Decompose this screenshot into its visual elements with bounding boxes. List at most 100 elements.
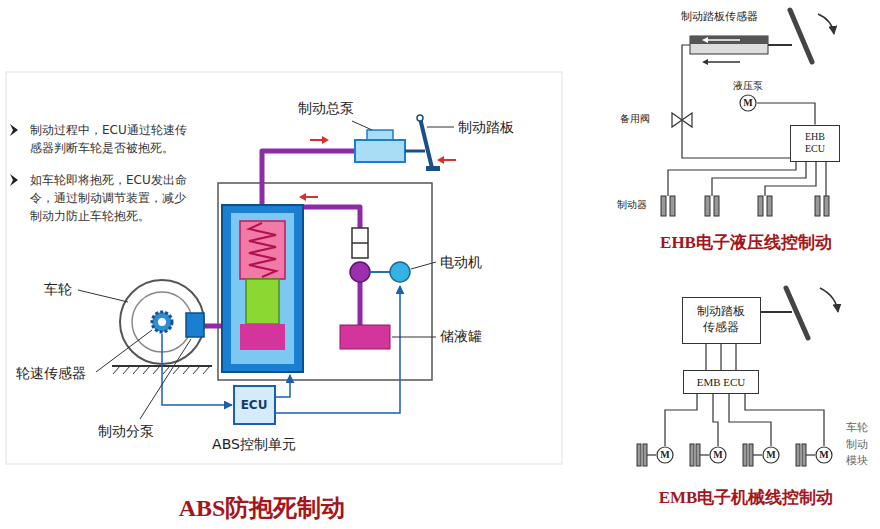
motor-outline bbox=[657, 447, 673, 463]
part-label: 制动踏板 bbox=[458, 118, 514, 137]
node-text: M bbox=[660, 446, 669, 464]
brake-pedal bbox=[405, 150, 425, 153]
note-text: 如车轮即将抱死，ECU发出命令，通过制动调节装置，减少制动力防止车轮抱死。 bbox=[30, 171, 194, 225]
part-label: 备用阀 bbox=[620, 112, 650, 126]
pump bbox=[352, 242, 368, 244]
connector-line bbox=[665, 394, 697, 446]
pressure-regulator bbox=[249, 223, 276, 277]
pressure-regulator bbox=[246, 279, 279, 324]
node-text: M bbox=[743, 94, 752, 112]
brake-pedal bbox=[405, 115, 440, 171]
pedal-sensor-cylinder bbox=[702, 37, 708, 43]
brake-wire bbox=[668, 161, 826, 196]
panel-frame bbox=[6, 72, 562, 464]
brake-pipe bbox=[203, 324, 222, 329]
node-text: 制动踏板传感器 bbox=[696, 304, 746, 335]
pedal-sensor-cylinder bbox=[708, 61, 740, 63]
flow-arrow bbox=[299, 136, 456, 201]
node-text: M bbox=[766, 446, 775, 464]
note-text: 制动过程中，ECU通过轮速传感器判断车轮是否被抱死。 bbox=[30, 121, 194, 157]
connector-line bbox=[729, 394, 771, 446]
backup-valve bbox=[672, 113, 692, 127]
hydraulic-line bbox=[682, 45, 790, 158]
brake-pedal bbox=[818, 14, 834, 34]
brake-pedal bbox=[760, 10, 838, 338]
pressure-regulator bbox=[231, 213, 294, 364]
signal-wire bbox=[162, 286, 400, 413]
node-text: M bbox=[819, 446, 828, 464]
pump bbox=[370, 271, 390, 273]
brake-caliper bbox=[661, 196, 829, 216]
brake-caliper bbox=[824, 196, 829, 216]
pedal-sensor-cylinder bbox=[690, 36, 768, 54]
brake-caliper bbox=[815, 196, 820, 216]
bullet-mark bbox=[10, 124, 18, 186]
part-label: 制动踏板传感器 bbox=[681, 9, 758, 24]
pedal-sensor-cylinder bbox=[708, 39, 740, 41]
flow-arrow bbox=[306, 196, 318, 198]
part-label: 液压泵 bbox=[728, 79, 768, 93]
motor-outline bbox=[740, 95, 756, 111]
figure-caption: EMB电子机械线控制动 bbox=[620, 487, 872, 510]
signal-wire bbox=[162, 334, 232, 405]
bullet-mark bbox=[10, 124, 18, 136]
leader-line bbox=[78, 121, 454, 419]
part-label: 车轮制动模块 bbox=[846, 419, 869, 469]
part-label: 电动机 bbox=[440, 253, 482, 272]
part-label: 制动分泵 bbox=[98, 422, 154, 441]
part-label: ABS控制单元 bbox=[204, 435, 304, 454]
pump bbox=[352, 228, 368, 258]
leader-line bbox=[352, 121, 372, 130]
brake-caliper bbox=[637, 444, 641, 466]
brake-wire bbox=[712, 161, 806, 196]
leader-line bbox=[392, 337, 436, 338]
connector-line bbox=[720, 344, 721, 371]
caliper-link bbox=[700, 454, 709, 455]
figure-caption: ABS防抱死制动 bbox=[112, 492, 412, 524]
pressure-regulator bbox=[240, 324, 285, 350]
ecu-box: ECU bbox=[233, 385, 276, 425]
caliper-link bbox=[647, 454, 656, 455]
motor-outline bbox=[816, 447, 832, 463]
backup-valve bbox=[672, 113, 682, 127]
brake-caliper bbox=[743, 444, 747, 466]
part-label: 制动总泵 bbox=[298, 99, 354, 118]
node-text: ECU bbox=[241, 398, 268, 412]
brake-pedal bbox=[417, 115, 423, 121]
pressure-regulator bbox=[240, 221, 285, 279]
speed-sensor-gear bbox=[152, 312, 172, 332]
master-cylinder bbox=[355, 130, 405, 162]
signal-wire bbox=[274, 286, 400, 413]
figure-caption: EHB电子液压线控制动 bbox=[620, 232, 872, 255]
brake-caliper bbox=[796, 444, 800, 466]
master-cylinder bbox=[367, 130, 393, 140]
brake-wire bbox=[825, 161, 826, 196]
part-label: 储液罐 bbox=[440, 327, 482, 346]
motor-circle: M bbox=[709, 446, 727, 464]
brake-caliper bbox=[749, 444, 753, 466]
connector-line bbox=[735, 344, 736, 371]
brake-caliper bbox=[643, 444, 647, 466]
brake-pedal bbox=[420, 118, 432, 168]
pump bbox=[350, 262, 370, 282]
master-cylinder bbox=[355, 140, 405, 162]
pedal-sensor-cylinder bbox=[702, 59, 708, 65]
connector-line bbox=[745, 394, 824, 446]
ecu-box: EMB ECU bbox=[683, 370, 759, 394]
brake-caliper bbox=[758, 196, 763, 216]
pressure-regulator bbox=[222, 205, 303, 372]
brake-caliper bbox=[802, 444, 806, 466]
brake-caliper bbox=[696, 444, 700, 466]
brake-caliper bbox=[690, 444, 694, 466]
flow-arrow bbox=[444, 159, 456, 161]
node-text: M bbox=[713, 446, 722, 464]
leader-line bbox=[96, 330, 152, 372]
speed-sensor-gear bbox=[152, 312, 172, 332]
brake-pedal bbox=[790, 10, 812, 62]
backup-valve bbox=[682, 113, 692, 127]
pedal-sensor-cylinder bbox=[690, 36, 792, 65]
flow-arrow bbox=[322, 136, 329, 144]
brake-pedal bbox=[426, 166, 440, 171]
motor-circle: M bbox=[815, 446, 833, 464]
